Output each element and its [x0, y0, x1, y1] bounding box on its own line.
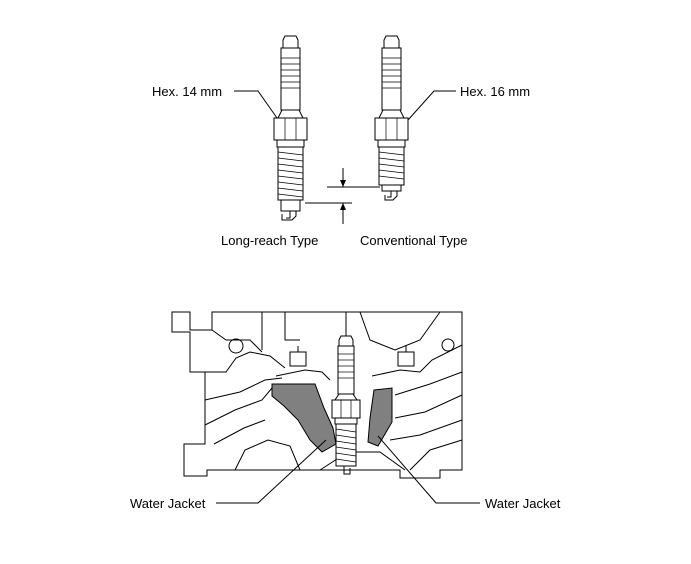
installed-spark-plug: [331, 312, 361, 475]
cylinder-head-section: [171, 311, 463, 479]
conventional-spark-plug: [374, 35, 409, 201]
water-jacket-left: [271, 383, 337, 453]
hex-left-leader: [234, 90, 278, 119]
long-reach-spark-plug: [273, 35, 308, 221]
hex-right-leader: [407, 90, 456, 121]
hex-16-label: Hex. 16 mm: [460, 84, 530, 99]
conventional-type-label: Conventional Type: [360, 233, 467, 248]
hex-14-label: Hex. 14 mm: [152, 84, 222, 99]
water-jacket-right: [367, 387, 393, 447]
water-jacket-left-leader: [216, 439, 327, 504]
long-reach-type-label: Long-reach Type: [221, 233, 318, 248]
water-jacket-right-label: Water Jacket: [485, 496, 561, 511]
water-jacket-left-label: Water Jacket: [130, 496, 206, 511]
water-jacket-right-leader: [377, 435, 480, 504]
length-dimension: [305, 168, 380, 224]
